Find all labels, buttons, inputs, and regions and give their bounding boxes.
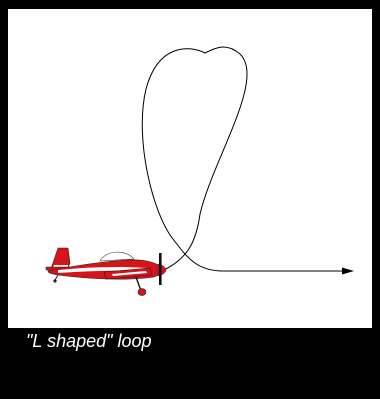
aerobatic-plane-icon — [46, 248, 166, 296]
flight-path — [142, 47, 344, 271]
diagram-area — [8, 9, 372, 328]
loop-diagram — [8, 9, 372, 328]
figure-caption: "L shaped" loop — [26, 329, 152, 354]
arrowhead-icon — [342, 268, 354, 275]
